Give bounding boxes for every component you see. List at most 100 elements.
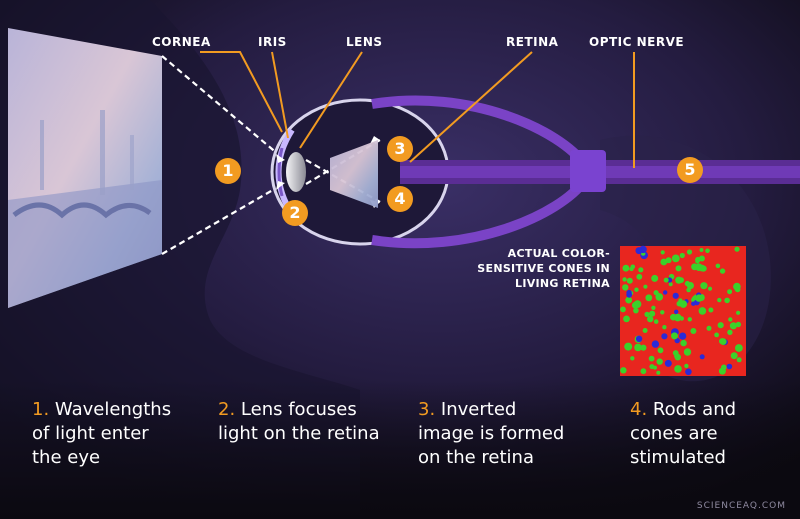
cone-cell <box>649 364 655 370</box>
cone-cell <box>622 277 627 282</box>
cone-cell <box>679 332 687 340</box>
cone-cell <box>686 282 695 290</box>
step-number: 2. <box>218 399 236 420</box>
cone-cell <box>672 292 679 299</box>
cone-cell <box>661 333 668 340</box>
cone-cell <box>642 328 648 333</box>
cone-cell <box>708 307 714 313</box>
bottom-fade <box>0 380 800 519</box>
cone-cell <box>715 263 721 269</box>
cone-cell <box>634 343 642 352</box>
cone-cell <box>664 359 672 367</box>
cone-cell <box>633 307 639 314</box>
cone-cell <box>645 294 653 302</box>
cone-cell <box>653 319 659 324</box>
cone-cell <box>634 287 639 292</box>
cone-cell <box>674 353 680 359</box>
cone-cell <box>695 259 700 264</box>
cone-cell <box>655 293 663 301</box>
cone-cell <box>736 357 742 363</box>
cone-cell <box>679 252 685 259</box>
cone-cell <box>671 332 678 340</box>
cone-cell <box>686 249 693 255</box>
cones-mosaic <box>620 245 746 376</box>
step-text: the eye <box>32 447 101 468</box>
cone-cell <box>651 305 656 310</box>
cone-cell <box>649 310 656 317</box>
cone-cell <box>622 284 629 291</box>
cone-cell <box>638 267 644 273</box>
cone-cell <box>695 294 703 302</box>
cone-cell <box>729 322 738 330</box>
cone-cell <box>721 364 727 371</box>
cone-cell <box>630 356 635 361</box>
step-text: light on the retina <box>218 423 380 444</box>
cone-cell <box>625 296 633 304</box>
cone-cell <box>668 282 673 287</box>
cone-cell <box>620 306 626 313</box>
cone-cell <box>727 329 733 335</box>
cone-cell <box>620 367 627 374</box>
leader-lines <box>200 51 635 168</box>
label-iris: IRIS <box>258 35 287 49</box>
cone-cell <box>680 339 687 347</box>
marker-4: 4 <box>387 186 413 212</box>
label-retina: RETINA <box>506 35 559 49</box>
cone-cell <box>727 289 733 295</box>
cone-cell <box>717 322 724 329</box>
cone-cell <box>687 317 692 322</box>
cones-mosaic-background <box>620 246 746 376</box>
cone-cell <box>640 344 647 351</box>
cone-cell <box>699 248 704 252</box>
step-text: Inverted <box>440 399 517 420</box>
cone-cell <box>675 265 682 272</box>
cone-cell <box>728 317 733 322</box>
cone-cell <box>735 344 743 352</box>
cone-cell <box>674 365 682 373</box>
cone-cell <box>660 310 665 315</box>
cone-cell <box>635 335 643 342</box>
cone-cell <box>719 338 727 345</box>
step-number: 4. <box>630 399 648 420</box>
cone-cell <box>663 290 668 295</box>
cone-cell <box>674 309 679 314</box>
cone-cell <box>684 363 689 369</box>
cone-cell <box>663 277 669 283</box>
marker-3: 3 <box>387 136 413 162</box>
cone-cell <box>656 358 663 365</box>
step-text: on the retina <box>418 447 534 468</box>
label-cornea: CORNEA <box>152 35 211 49</box>
cones-caption-line: LIVING RETINA <box>515 277 610 290</box>
watermark: SCIENCEAQ.COM <box>696 501 786 511</box>
step-text: cones are <box>630 423 718 444</box>
cones-caption-line: SENSITIVE CONES IN <box>477 262 610 275</box>
cone-cell <box>724 297 730 304</box>
cone-cell <box>656 370 661 375</box>
cone-cell <box>662 325 667 330</box>
cone-cell <box>636 273 643 280</box>
cone-cell <box>651 340 660 348</box>
cone-cell <box>676 300 683 307</box>
step-1: 1. Wavelengths of light enter the eye <box>32 398 171 470</box>
cone-cell <box>675 276 683 284</box>
cone-cell <box>736 310 741 315</box>
cone-cell <box>695 263 703 272</box>
cone-cell <box>651 274 659 282</box>
cone-cell <box>626 289 632 296</box>
painting-image <box>8 28 162 308</box>
step-text: stimulated <box>630 447 726 468</box>
cone-cell <box>690 328 697 334</box>
cone-cell <box>706 325 712 331</box>
cone-cell <box>629 266 634 272</box>
cone-cell <box>674 337 680 344</box>
step-2: 2. Lens focuses light on the retina <box>218 398 380 446</box>
cone-cell <box>647 315 654 323</box>
step-text: Rods and <box>652 399 737 420</box>
step-number: 1. <box>32 399 50 420</box>
cone-cell <box>644 311 650 317</box>
cone-cell <box>735 321 742 328</box>
cone-cell <box>717 297 722 303</box>
cone-cell <box>700 282 708 290</box>
marker-1: 1 <box>215 158 241 184</box>
